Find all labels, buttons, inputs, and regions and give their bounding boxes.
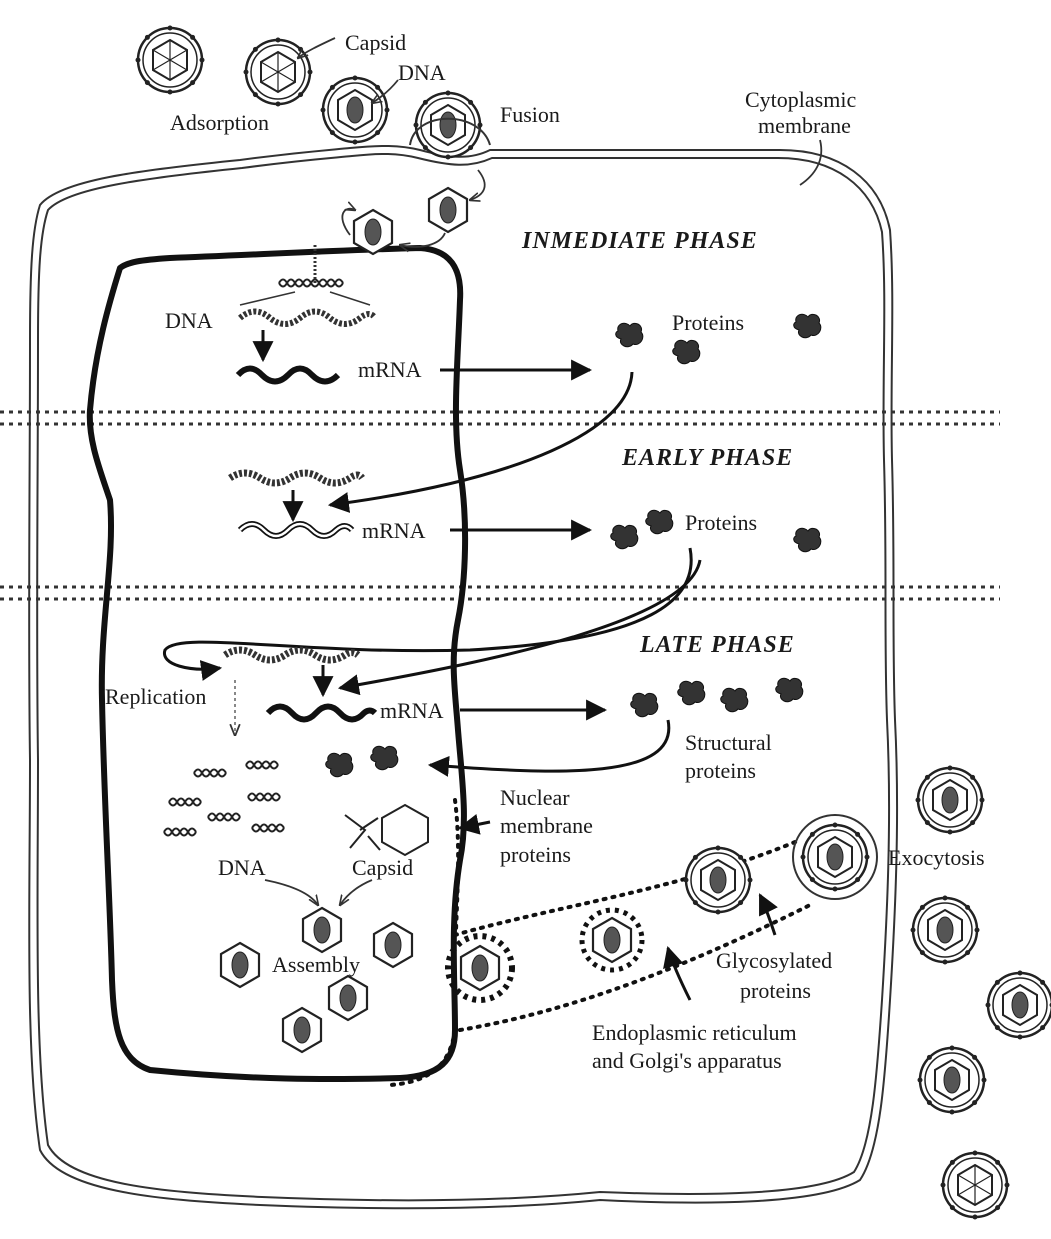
immediate-to-early-arrow: [330, 372, 632, 505]
label-glycosylated-proteins: proteins: [740, 978, 811, 1003]
label-mrna-immediate: mRNA: [358, 357, 422, 382]
phase-dividers: [0, 412, 1000, 599]
label-proteins-immediate: Proteins: [672, 310, 744, 335]
assembled-capsids: [221, 908, 412, 1052]
dna-early: [230, 473, 362, 483]
label-cytoplasmic-membrane: membrane: [758, 113, 851, 138]
virion-dna-top: [321, 76, 390, 145]
structural-proteins-nucleus: [326, 746, 398, 776]
label-assembly: Assembly: [272, 952, 360, 977]
virion-capsid-top: [244, 38, 313, 107]
label-late-phase: LATE PHASE: [639, 632, 795, 658]
label-endoplasmic-reticulum: Endoplasmic reticulum: [592, 1020, 797, 1045]
label-glycosylated: Glycosylated: [716, 948, 832, 973]
label-adsorption: Adsorption: [170, 110, 269, 135]
label-golgi-apparatus: and Golgi's apparatus: [592, 1048, 782, 1073]
label-immediate-phase: INMEDIATE PHASE: [521, 228, 758, 254]
label-structural: Structural: [685, 730, 772, 755]
mrna-late: [268, 707, 375, 720]
label-structural-proteins: proteins: [685, 758, 756, 783]
released-virions: [911, 766, 1051, 1220]
proteins-late: [631, 678, 803, 716]
label-mrna-late: mRNA: [380, 698, 444, 723]
virion-fusion: [410, 91, 490, 160]
er-arrow: [668, 948, 690, 1000]
label-nuclear-membrane: membrane: [500, 813, 593, 838]
budding-virion: [448, 936, 512, 1000]
replicated-dna: [164, 762, 284, 836]
label-cytoplasmic: Cytoplasmic: [745, 87, 856, 112]
label-early-phase: EARLY PHASE: [621, 445, 793, 471]
capsid-pointer: [298, 38, 335, 58]
dna-to-assembly-arrow: [265, 880, 318, 905]
label-capsid-top: Capsid: [345, 30, 406, 55]
structural-return-arrow: [430, 720, 669, 771]
er-virion: [582, 910, 642, 970]
mrna-immediate: [238, 369, 338, 382]
glycosylated-virion: [684, 846, 753, 915]
mrna-early: [240, 524, 352, 536]
label-dna-top: DNA: [398, 60, 446, 85]
capsid-entering-1: [429, 188, 467, 232]
dna-late: [225, 650, 358, 660]
label-capsid-bottom: Capsid: [352, 855, 413, 880]
label-proteins-early: Proteins: [685, 510, 757, 535]
label-mrna-early: mRNA: [362, 518, 426, 543]
capsid-components: [345, 805, 428, 855]
label-dna-nucleus: DNA: [165, 308, 213, 333]
label-nuclear-proteins: proteins: [500, 842, 571, 867]
entry-arrow-1: [470, 170, 485, 200]
capsid-to-assembly-arrow: [340, 880, 372, 905]
label-exocytosis: Exocytosis: [888, 845, 985, 870]
exocytosis-virion: [793, 815, 877, 899]
entry-arrow-2: [400, 233, 445, 247]
label-replication: Replication: [105, 684, 206, 709]
glyco-arrow: [760, 895, 775, 935]
early-to-replication-arrow: [164, 548, 691, 669]
capsid-entering-2: [354, 210, 392, 254]
virion-adsorption-left: [136, 26, 205, 95]
early-to-late-arrow: [340, 560, 700, 688]
label-dna-bottom: DNA: [218, 855, 266, 880]
label-nuclear: Nuclear: [500, 785, 570, 810]
label-fusion: Fusion: [500, 102, 560, 127]
